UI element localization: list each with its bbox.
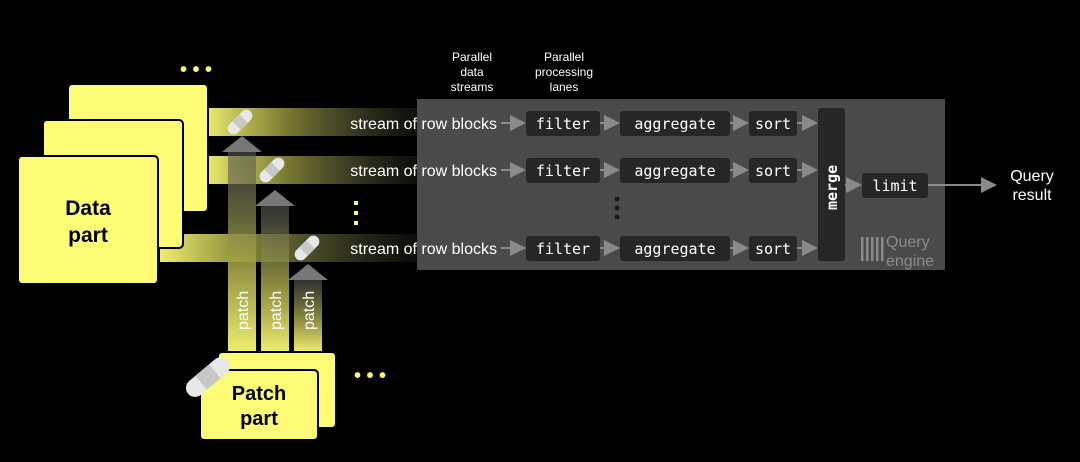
patch-label-1: patch	[235, 291, 252, 330]
barcode-logo-icon	[861, 237, 884, 261]
bandage-icon	[259, 157, 285, 183]
lane-3-filter: filter	[536, 240, 590, 258]
merge-box	[818, 108, 845, 261]
header-lanes-line2: processing	[535, 65, 593, 79]
lane-3-sort: sort	[755, 240, 791, 258]
patch-part-label-line2: part	[240, 408, 278, 430]
limit-box	[862, 173, 928, 198]
lane-3-sort-box	[749, 236, 797, 261]
header-streams-line3: streams	[451, 80, 494, 94]
bandage-icon	[294, 235, 320, 261]
header-lanes-line1: Parallel	[544, 50, 584, 64]
lane-1-filter-box	[526, 111, 600, 136]
header-streams-line1: Parallel	[452, 50, 492, 64]
lane-1-sort: sort	[755, 115, 791, 133]
lane-1-sort-box	[749, 111, 797, 136]
data-part-label-line1: Data	[65, 197, 111, 220]
engine-label-line2: engine	[886, 253, 934, 270]
more-lanes-dots	[614, 196, 620, 220]
more-streams-dots	[354, 201, 358, 225]
header-lanes-line3: lanes	[550, 80, 579, 94]
lane-3-aggregate-box	[620, 236, 730, 261]
merge-label: merge	[823, 165, 841, 210]
lane-2-aggregate-box	[620, 158, 730, 183]
bandage-icon	[227, 109, 253, 135]
lane-1-aggregate-box	[620, 111, 730, 136]
lane-1-filter: filter	[536, 115, 590, 133]
lane-2-filter: filter	[536, 162, 590, 180]
patch-label-3: patch	[301, 291, 318, 330]
engine-label-line1: Query	[886, 234, 930, 251]
data-part-card	[17, 155, 159, 285]
limit-label: limit	[872, 177, 917, 195]
patch-part-more-dots: • • •	[354, 365, 386, 387]
patch-part-label-line1: Patch	[232, 383, 286, 405]
stream-label-2: stream of row blocks	[350, 163, 497, 180]
lane-2-aggregate: aggregate	[634, 162, 715, 180]
stream-label-1: stream of row blocks	[350, 116, 497, 133]
query-result-line2: result	[1012, 187, 1052, 204]
data-part-label-line2: part	[68, 224, 108, 247]
lane-3-aggregate: aggregate	[634, 240, 715, 258]
query-result-line1: Query	[1010, 168, 1054, 185]
data-part-more-dots: • • •	[180, 59, 212, 81]
lane-2-sort: sort	[755, 162, 791, 180]
header-streams-line2: data	[460, 65, 484, 79]
patch-arrow-2	[255, 190, 295, 352]
bandage-icon	[185, 357, 231, 397]
patch-label-2: patch	[268, 291, 285, 330]
lane-1-aggregate: aggregate	[634, 115, 715, 133]
stream-label-3: stream of row blocks	[350, 241, 497, 258]
patch-arrow-1	[222, 136, 262, 352]
patch-arrow-3	[288, 264, 328, 352]
patch-part-card	[199, 369, 319, 441]
lane-3-filter-box	[526, 236, 600, 261]
lane-2-filter-box	[526, 158, 600, 183]
lane-2-sort-box	[749, 158, 797, 183]
